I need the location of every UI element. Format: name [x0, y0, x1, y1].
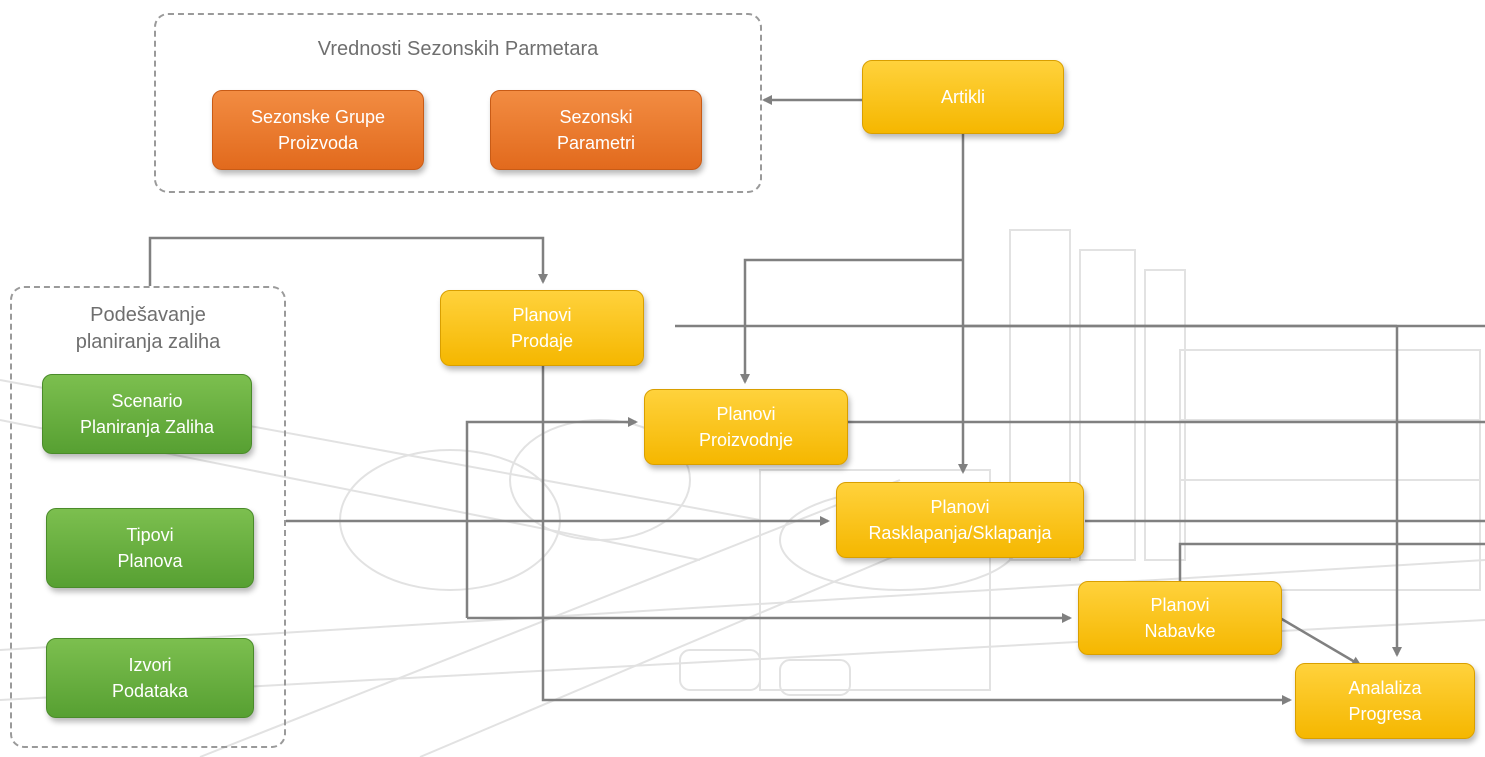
node-sezonske-grupe-proizvoda[interactable]: Sezonske Grupe Proizvoda: [212, 90, 424, 170]
connector-nabavke-to-analiza: [1279, 616, 1362, 667]
node-planovi-prodaje[interactable]: Planovi Prodaje: [440, 290, 644, 366]
connector-prodaje-down: [541, 366, 1292, 705]
connector-artikli-to-proizvodnje: [740, 258, 963, 384]
node-izvori-podataka[interactable]: Izvori Podataka: [46, 638, 254, 718]
connector-branch-proizvodnje: [465, 417, 638, 618]
setup-group-title: Podešavanje planiranja zaliha: [75, 304, 221, 353]
node-planovi-nabavke[interactable]: Planovi Nabavke: [1078, 581, 1282, 655]
node-analiza-progresa[interactable]: Analaliza Progresa: [1295, 663, 1475, 739]
seasonal-parameters-group: [154, 13, 762, 193]
node-scenario-planiranja-zaliha[interactable]: Scenario Planiranja Zaliha: [42, 374, 252, 454]
node-sezonski-parametri[interactable]: Sezonski Parametri: [490, 90, 702, 170]
node-artikli[interactable]: Artikli: [862, 60, 1064, 134]
node-planovi-rasklapanja-sklapanja[interactable]: Planovi Rasklapanja/Sklapanja: [836, 482, 1084, 558]
connector-setup-to-prodaje: [148, 236, 548, 286]
node-tipovi-planova[interactable]: Tipovi Planova: [46, 508, 254, 588]
node-planovi-proizvodnje[interactable]: Planovi Proizvodnje: [644, 389, 848, 465]
inventory-planning-setup-group: [10, 286, 286, 748]
connector-nabavke-up: [1178, 542, 1485, 582]
seasonal-group-title: Vrednosti Sezonskih Parmetara: [317, 38, 599, 60]
